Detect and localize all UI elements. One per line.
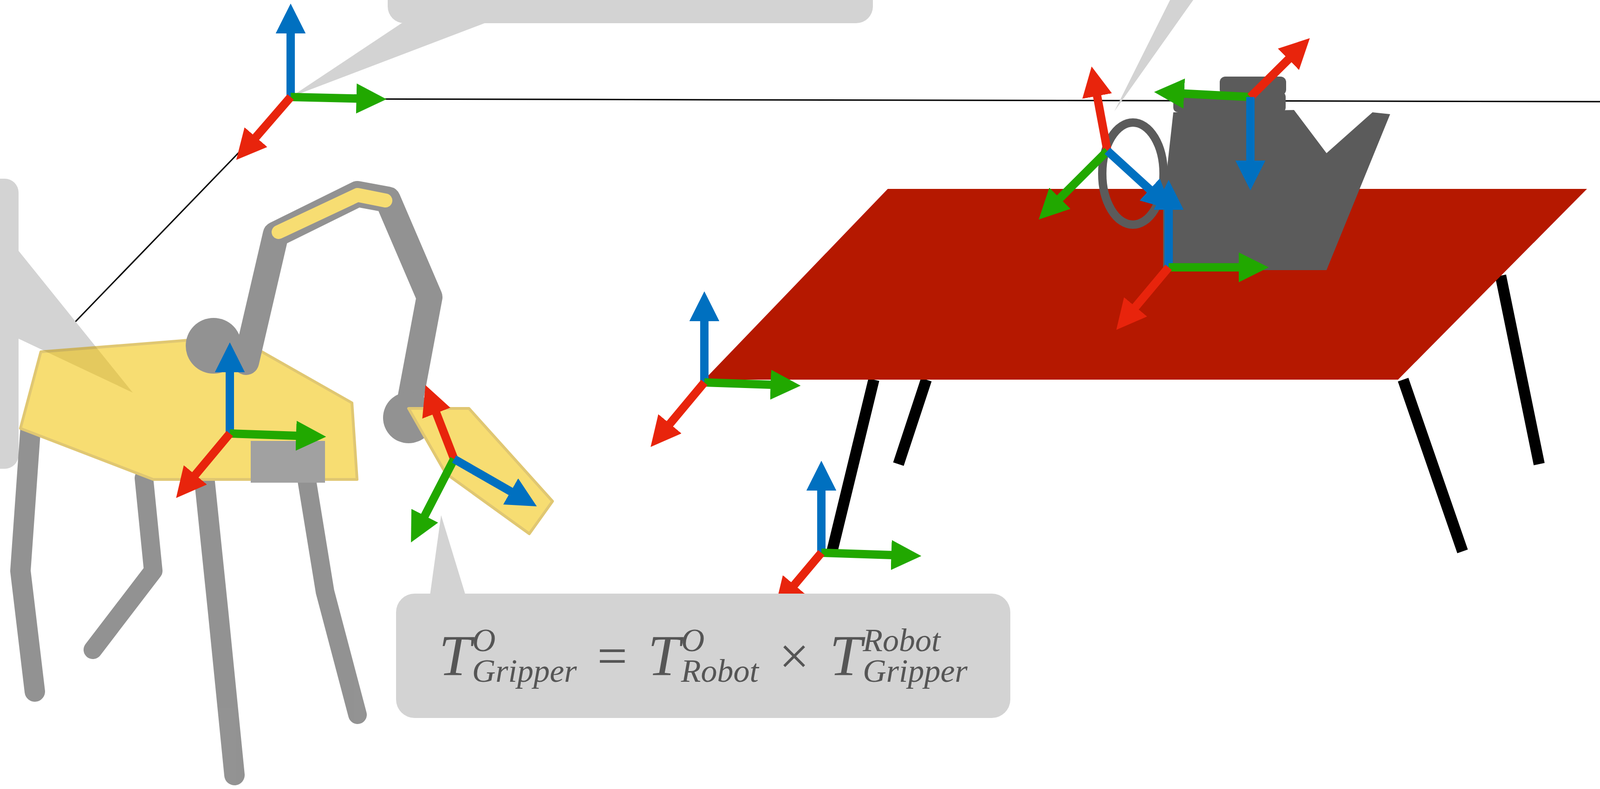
formula-term: TRobotGripper bbox=[829, 625, 968, 688]
matrix-symbol: T bbox=[829, 627, 863, 686]
matrix-symbol: T bbox=[438, 627, 472, 686]
index-stack: OGripper bbox=[472, 625, 578, 688]
coordinate-frames bbox=[185, 18, 1300, 597]
table-figure bbox=[704, 188, 1587, 552]
frame-superscript: Robot bbox=[862, 625, 968, 657]
formula-term: TOGripper bbox=[438, 625, 577, 688]
frame-superscript: O bbox=[472, 625, 578, 657]
operator: = bbox=[597, 629, 628, 683]
frame-subscript: Robot bbox=[681, 656, 759, 688]
teapot-figure bbox=[1102, 76, 1391, 271]
frame-superscript: O bbox=[681, 625, 759, 657]
operator: × bbox=[779, 629, 810, 683]
index-stack: ORobot bbox=[681, 625, 759, 688]
frame-subscript: Gripper bbox=[472, 656, 578, 688]
index-stack: RobotGripper bbox=[862, 625, 968, 688]
transform-formula: TOGripper=TORobot×TRobotGripper bbox=[438, 625, 968, 688]
frame-subscript: Gripper bbox=[862, 656, 968, 688]
matrix-symbol: T bbox=[647, 627, 681, 686]
formula-term: TORobot bbox=[647, 625, 759, 688]
callout-box: TOGripper=TORobot×TRobotGripper bbox=[396, 593, 1011, 719]
